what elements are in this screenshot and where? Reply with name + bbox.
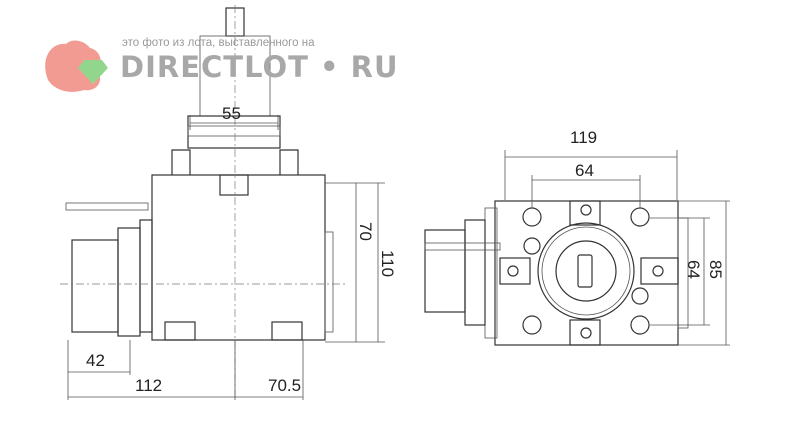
gem-icon	[78, 60, 108, 84]
dim-64-horizontal: 64	[575, 161, 594, 180]
watermark-logo	[45, 40, 108, 92]
bottom-key-left	[164, 321, 196, 341]
squirrel-icon	[45, 40, 101, 92]
dim-70-5: 70.5	[268, 376, 301, 395]
dim-85: 85	[706, 260, 725, 279]
bolt-holes	[507, 204, 664, 339]
dim-110: 110	[378, 250, 397, 277]
end-view: 119 64 64 85	[424, 128, 730, 346]
watermark-brand: DIRECTLOT • RU	[120, 50, 399, 84]
watermark-caption: это фото из лота, выставленного на	[122, 37, 315, 49]
dim-64-vertical: 64	[684, 260, 703, 279]
dim-70: 70	[356, 222, 375, 241]
holder-flange	[139, 219, 153, 333]
top-key	[219, 174, 249, 196]
side-view: 55 70 110 42 112 70.5	[60, 5, 397, 400]
spindle-ring	[537, 222, 635, 320]
dim-55: 55	[222, 104, 241, 123]
dim-112: 112	[135, 376, 162, 395]
dim-119: 119	[570, 128, 597, 147]
body	[151, 174, 326, 341]
bottom-key-right	[271, 321, 303, 341]
coolant-pipe	[65, 202, 149, 211]
end-holder	[464, 219, 486, 326]
side-plate	[324, 231, 334, 333]
drive-slot	[577, 254, 593, 288]
top-brackets	[171, 149, 299, 175]
holder-nut	[117, 227, 141, 337]
dim-42: 42	[86, 351, 105, 370]
collet	[71, 239, 119, 333]
